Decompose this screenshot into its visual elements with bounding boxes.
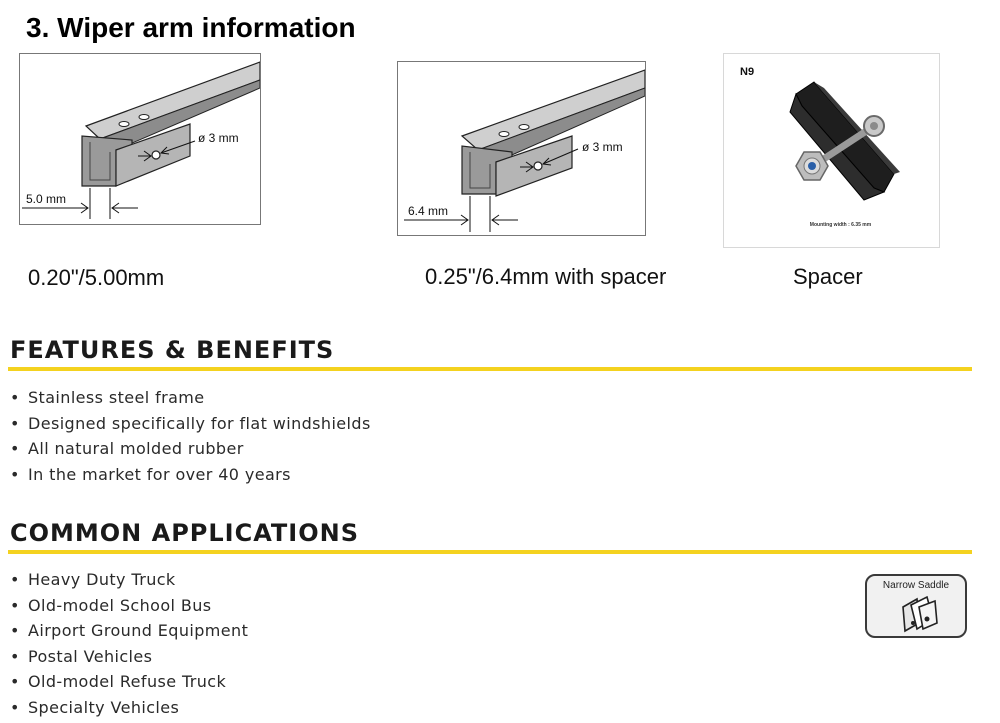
- list-item: • Stainless steel frame: [10, 385, 371, 411]
- list-item-text: All natural molded rubber: [28, 439, 244, 458]
- spacer-photo: N9 Mounting width : 6.35 mm: [723, 53, 940, 248]
- bullet-icon: •: [10, 413, 20, 433]
- arm-width-label: 5.0 mm: [26, 192, 66, 206]
- list-item: • All natural molded rubber: [10, 436, 371, 462]
- features-divider: [8, 367, 972, 371]
- list-item-text: Designed specifically for flat windshiel…: [28, 413, 371, 433]
- figure-caption-5mm: 0.20"/5.00mm: [28, 265, 165, 290]
- list-item-text: Stainless steel frame: [28, 388, 205, 407]
- list-item-text: Old-model School Bus: [28, 595, 212, 615]
- applications-divider: [8, 550, 972, 554]
- list-item-text: Postal Vehicles: [28, 646, 153, 666]
- list-item: • In the market for over 40 years: [10, 462, 371, 488]
- bullet-icon: •: [10, 464, 20, 484]
- list-item: • Old-model School Bus: [10, 593, 248, 619]
- applications-list: •Heavy Duty Truck •Old-model School Bus …: [10, 567, 248, 720]
- hole-diameter-label: ø 3 mm: [582, 140, 623, 154]
- figure-caption-6mm: 0.25"/6.4mm with spacer: [425, 264, 667, 289]
- wiper-arm-5mm-drawing: ø 3 mm 5.0 mm: [22, 61, 260, 219]
- list-item: • Airport Ground Equipment: [10, 618, 248, 644]
- list-item: • Heavy Duty Truck: [10, 567, 248, 593]
- list-item-text: Heavy Duty Truck: [28, 570, 176, 589]
- wiper-arm-6mm-diagram: ø 3 mm 6.4 mm: [397, 61, 646, 236]
- page-title: 3. Wiper arm information: [26, 12, 356, 43]
- wiper-arm-5mm-diagram: ø 3 mm 5.0 mm: [19, 53, 261, 225]
- applications-heading: COMMON APPLICATIONS: [10, 519, 359, 547]
- figure-caption-spacer: Spacer: [793, 264, 863, 289]
- list-item-text: Old-model Refuse Truck: [28, 672, 227, 691]
- bullet-icon: •: [10, 570, 20, 589]
- features-list: • Stainless steel frame • Designed specifi…: [10, 385, 371, 487]
- part-code-label: N9: [740, 66, 755, 78]
- narrow-saddle-icon: [902, 595, 938, 633]
- list-item-text: Specialty Vehicles: [28, 697, 180, 717]
- bullet-icon: •: [10, 697, 20, 717]
- bullet-icon: •: [10, 439, 20, 458]
- bullet-icon: •: [10, 672, 20, 691]
- wiper-arm-6mm-drawing: ø 3 mm 6.4 mm: [404, 69, 645, 232]
- narrow-saddle-badge: Narrow Saddle: [865, 574, 967, 638]
- list-item: • Postal Vehicles: [10, 644, 248, 670]
- list-item-text: In the market for over 40 years: [28, 464, 291, 484]
- list-item: • Designed specifically for flat windshie…: [10, 411, 371, 437]
- narrow-saddle-label: Narrow Saddle: [882, 580, 950, 591]
- list-item-text: Airport Ground Equipment: [28, 621, 249, 640]
- bullet-icon: •: [10, 595, 20, 615]
- hole-diameter-label: ø 3 mm: [198, 131, 239, 145]
- bullet-icon: •: [10, 646, 20, 666]
- list-item: • Old-model Refuse Truck: [10, 669, 248, 695]
- arm-width-label: 6.4 mm: [408, 204, 448, 218]
- list-item: • Specialty Vehicles: [10, 695, 248, 721]
- spacer-illustration: [789, 81, 900, 201]
- bullet-icon: •: [10, 621, 20, 640]
- features-heading: FEATURES & BENEFITS: [10, 336, 335, 364]
- bullet-icon: •: [10, 388, 20, 407]
- mounting-width-label: Mounting width : 6.35 mm: [809, 222, 872, 228]
